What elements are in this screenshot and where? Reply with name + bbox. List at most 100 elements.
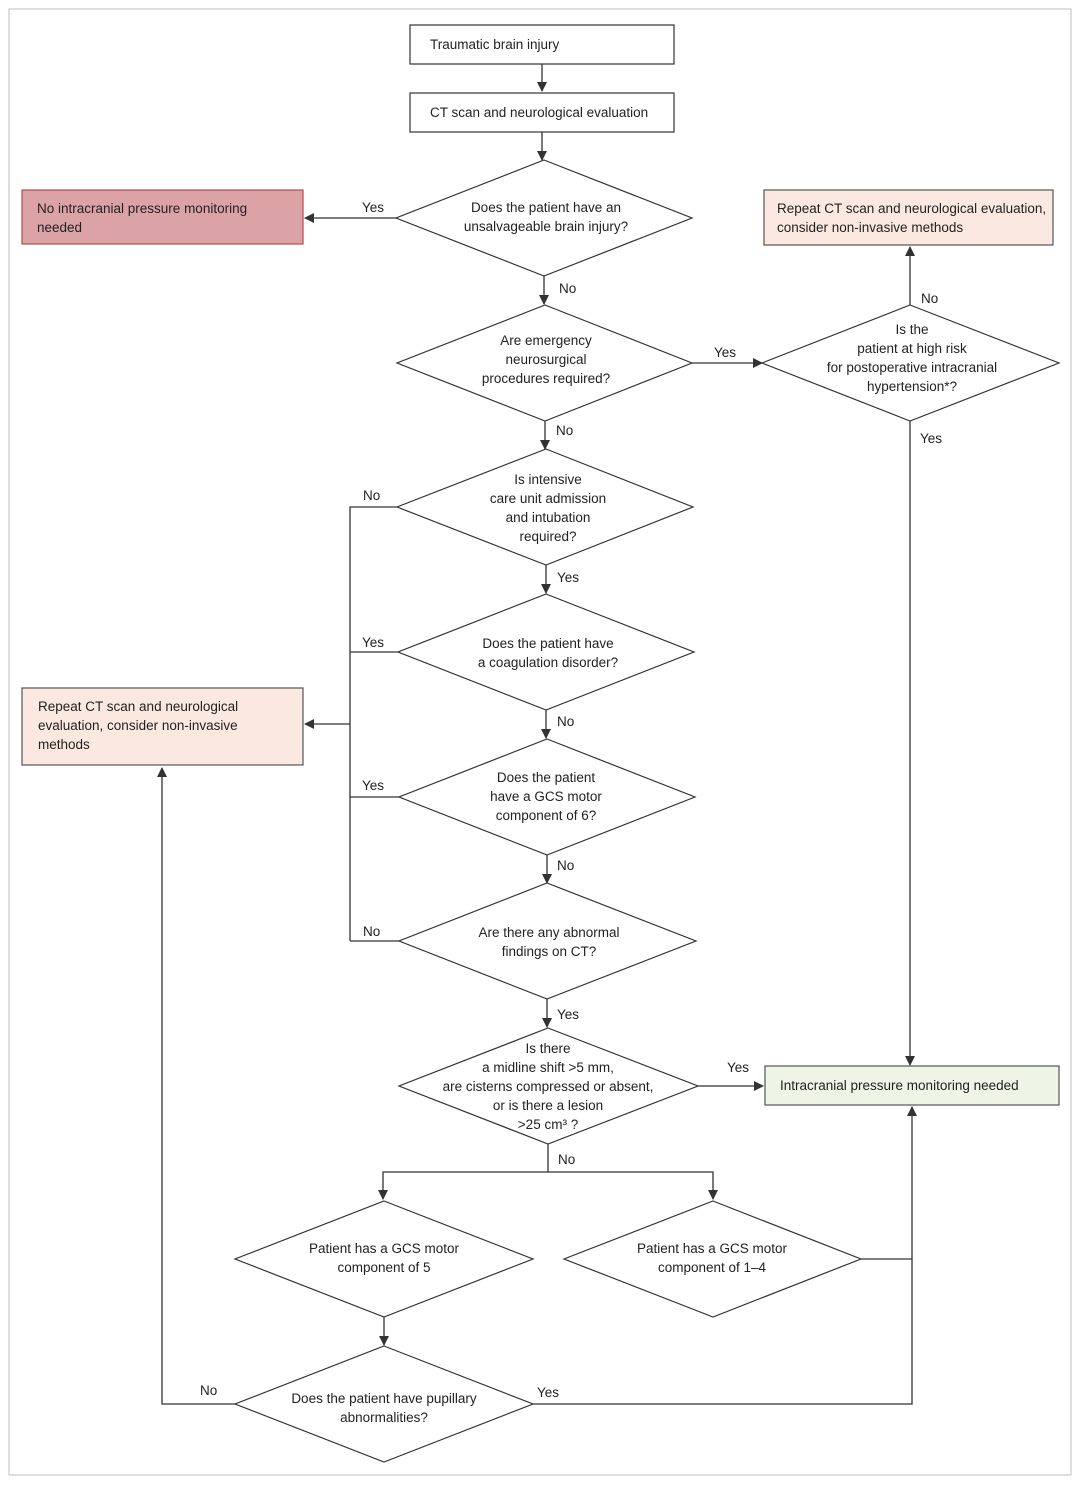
- gcs6-label: Does the patient have a GCS motor componen…: [490, 770, 602, 823]
- label-emergency-no: No: [556, 423, 573, 438]
- gcs6-diamond: [397, 738, 697, 856]
- no-icp-label: No intracranial pressure monitoring neede…: [37, 201, 247, 235]
- unsalvageable-diamond: [394, 159, 694, 277]
- node-text-line: or is there a lesion: [493, 1098, 603, 1113]
- no-icp-box-border: [21, 189, 304, 245]
- gcs1-4-diamond: [562, 1200, 863, 1318]
- label-gcs6-no: No: [557, 858, 574, 873]
- node-text-line: Is intensive: [514, 472, 582, 487]
- gcs5-label: Patient has a GCS motor component of 5: [309, 1241, 460, 1275]
- node-text-line: needed: [37, 220, 82, 235]
- ct-eval-box: [409, 92, 675, 133]
- node-text-line: Traumatic brain injury: [430, 37, 560, 52]
- icp-needed-label: Intracranial pressure monitoring needed: [780, 1078, 1019, 1093]
- label-abnormal-no: No: [363, 924, 380, 939]
- node-text-line: >25 cm³ ?: [518, 1117, 578, 1132]
- repeat-right-label: Repeat CT scan and neurological evaluati…: [777, 201, 1046, 235]
- edge-pupillary-yes: [533, 1259, 913, 1405]
- label-icu-yes: Yes: [557, 570, 579, 585]
- node-text-line: abnormalities?: [340, 1410, 428, 1425]
- node-text-line: Does the patient: [497, 770, 596, 785]
- label-midline-no: No: [558, 1152, 575, 1167]
- label-emergency-yes: Yes: [714, 345, 736, 360]
- repeat-right-box: [764, 190, 1053, 245]
- label-high-risk-no: No: [921, 291, 938, 306]
- node-shapes: [21, 24, 1061, 1463]
- midline-diamond: [397, 1027, 700, 1145]
- node-text-line: Is the: [895, 322, 928, 337]
- node-text-line: No intracranial pressure monitoring: [37, 201, 247, 216]
- tbi-label: Traumatic brain injury: [430, 37, 560, 52]
- label-gcs6-yes: Yes: [362, 778, 384, 793]
- icu-label: Is intensive care unit admission and intub…: [490, 472, 606, 544]
- label-pupillary-no: No: [200, 1383, 217, 1398]
- node-text-line: a midline shift >5 mm,: [482, 1060, 614, 1075]
- node-text-line: Does the patient have pupillary: [291, 1391, 477, 1406]
- node-text-line: component of 1–4: [658, 1260, 767, 1275]
- ct-eval-label: CT scan and neurological evaluation: [430, 105, 648, 120]
- abnormal-ct-label: Are there any abnormal findings on CT?: [478, 925, 619, 959]
- icu-diamond: [395, 448, 695, 566]
- edge-gcs1-4-to-icp: [861, 1106, 917, 1260]
- edge-midline-no: [378, 1144, 549, 1200]
- node-text-line: procedures required?: [482, 371, 610, 386]
- node-text-line: are cisterns compressed or absent,: [443, 1079, 654, 1094]
- label-abnormal-yes: Yes: [557, 1007, 579, 1022]
- label-coag-yes: Yes: [362, 635, 384, 650]
- label-icu-no: No: [363, 488, 380, 503]
- icp-needed-box: [765, 1066, 1059, 1105]
- node-text-line: component of 6?: [496, 808, 597, 823]
- label-coag-no: No: [557, 714, 574, 729]
- edge-icu-no: [349, 506, 397, 724]
- node-text-line: Patient has a GCS motor: [637, 1241, 788, 1256]
- node-text-line: Intracranial pressure monitoring needed: [780, 1078, 1019, 1093]
- repeat-left-box: [22, 688, 303, 765]
- high-risk-label: Is the patient at high risk for postoperat…: [827, 322, 997, 394]
- no-icp-box: [22, 190, 303, 244]
- node-text-line: consider non-invasive methods: [777, 220, 963, 235]
- node-text-line: for postoperative intracranial: [827, 360, 997, 375]
- node-text-line: Are there any abnormal: [478, 925, 619, 940]
- label-high-risk-yes: Yes: [920, 431, 942, 446]
- coag-diamond: [396, 593, 696, 711]
- pupillary-diamond: [233, 1345, 535, 1463]
- node-labels: Traumatic brain injury CT scan and neuro…: [37, 37, 1046, 1425]
- node-text-line: component of 5: [337, 1260, 430, 1275]
- label-pupillary-yes: Yes: [537, 1385, 559, 1400]
- icp-needed-box-border: [764, 1065, 1060, 1106]
- node-text-line: Are emergency: [500, 333, 592, 348]
- node-text-line: have a GCS motor: [490, 789, 602, 804]
- node-text-line: findings on CT?: [502, 944, 597, 959]
- node-text-line: patient at high risk: [857, 341, 967, 356]
- edges: [157, 64, 917, 1405]
- abnormal-ct-diamond: [397, 882, 698, 1000]
- pupillary-label: Does the patient have pupillary abnormali…: [291, 1391, 477, 1425]
- repeat-right-box-border: [763, 189, 1054, 246]
- high-risk-diamond: [760, 304, 1061, 422]
- repeat-left-label: Repeat CT scan and neurological evaluatio…: [38, 699, 238, 752]
- label-midline-yes: Yes: [727, 1060, 749, 1075]
- node-text-line: methods: [38, 737, 90, 752]
- node-text-line: Repeat CT scan and neurological: [38, 699, 238, 714]
- label-unsalvageable-yes: Yes: [362, 200, 384, 215]
- node-text-line: care unit admission: [490, 491, 606, 506]
- figure-frame: [8, 8, 1072, 1476]
- repeat-left-box-border: [21, 687, 304, 766]
- node-text-line: required?: [519, 529, 576, 544]
- node-text-line: evaluation, consider non-invasive: [38, 718, 238, 733]
- node-text-line: and intubation: [506, 510, 591, 525]
- edge-labels: Yes No Yes No No Yes No Yes Yes No Yes N…: [200, 200, 942, 1400]
- node-text-line: unsalvageable brain injury?: [464, 219, 628, 234]
- edge-pupillary-no: [157, 767, 235, 1405]
- node-text-line: Patient has a GCS motor: [309, 1241, 460, 1256]
- gcs5-diamond: [233, 1200, 535, 1318]
- tbi-box: [409, 24, 675, 65]
- node-text-line: a coagulation disorder?: [478, 655, 618, 670]
- node-text-line: hypertension*?: [867, 379, 957, 394]
